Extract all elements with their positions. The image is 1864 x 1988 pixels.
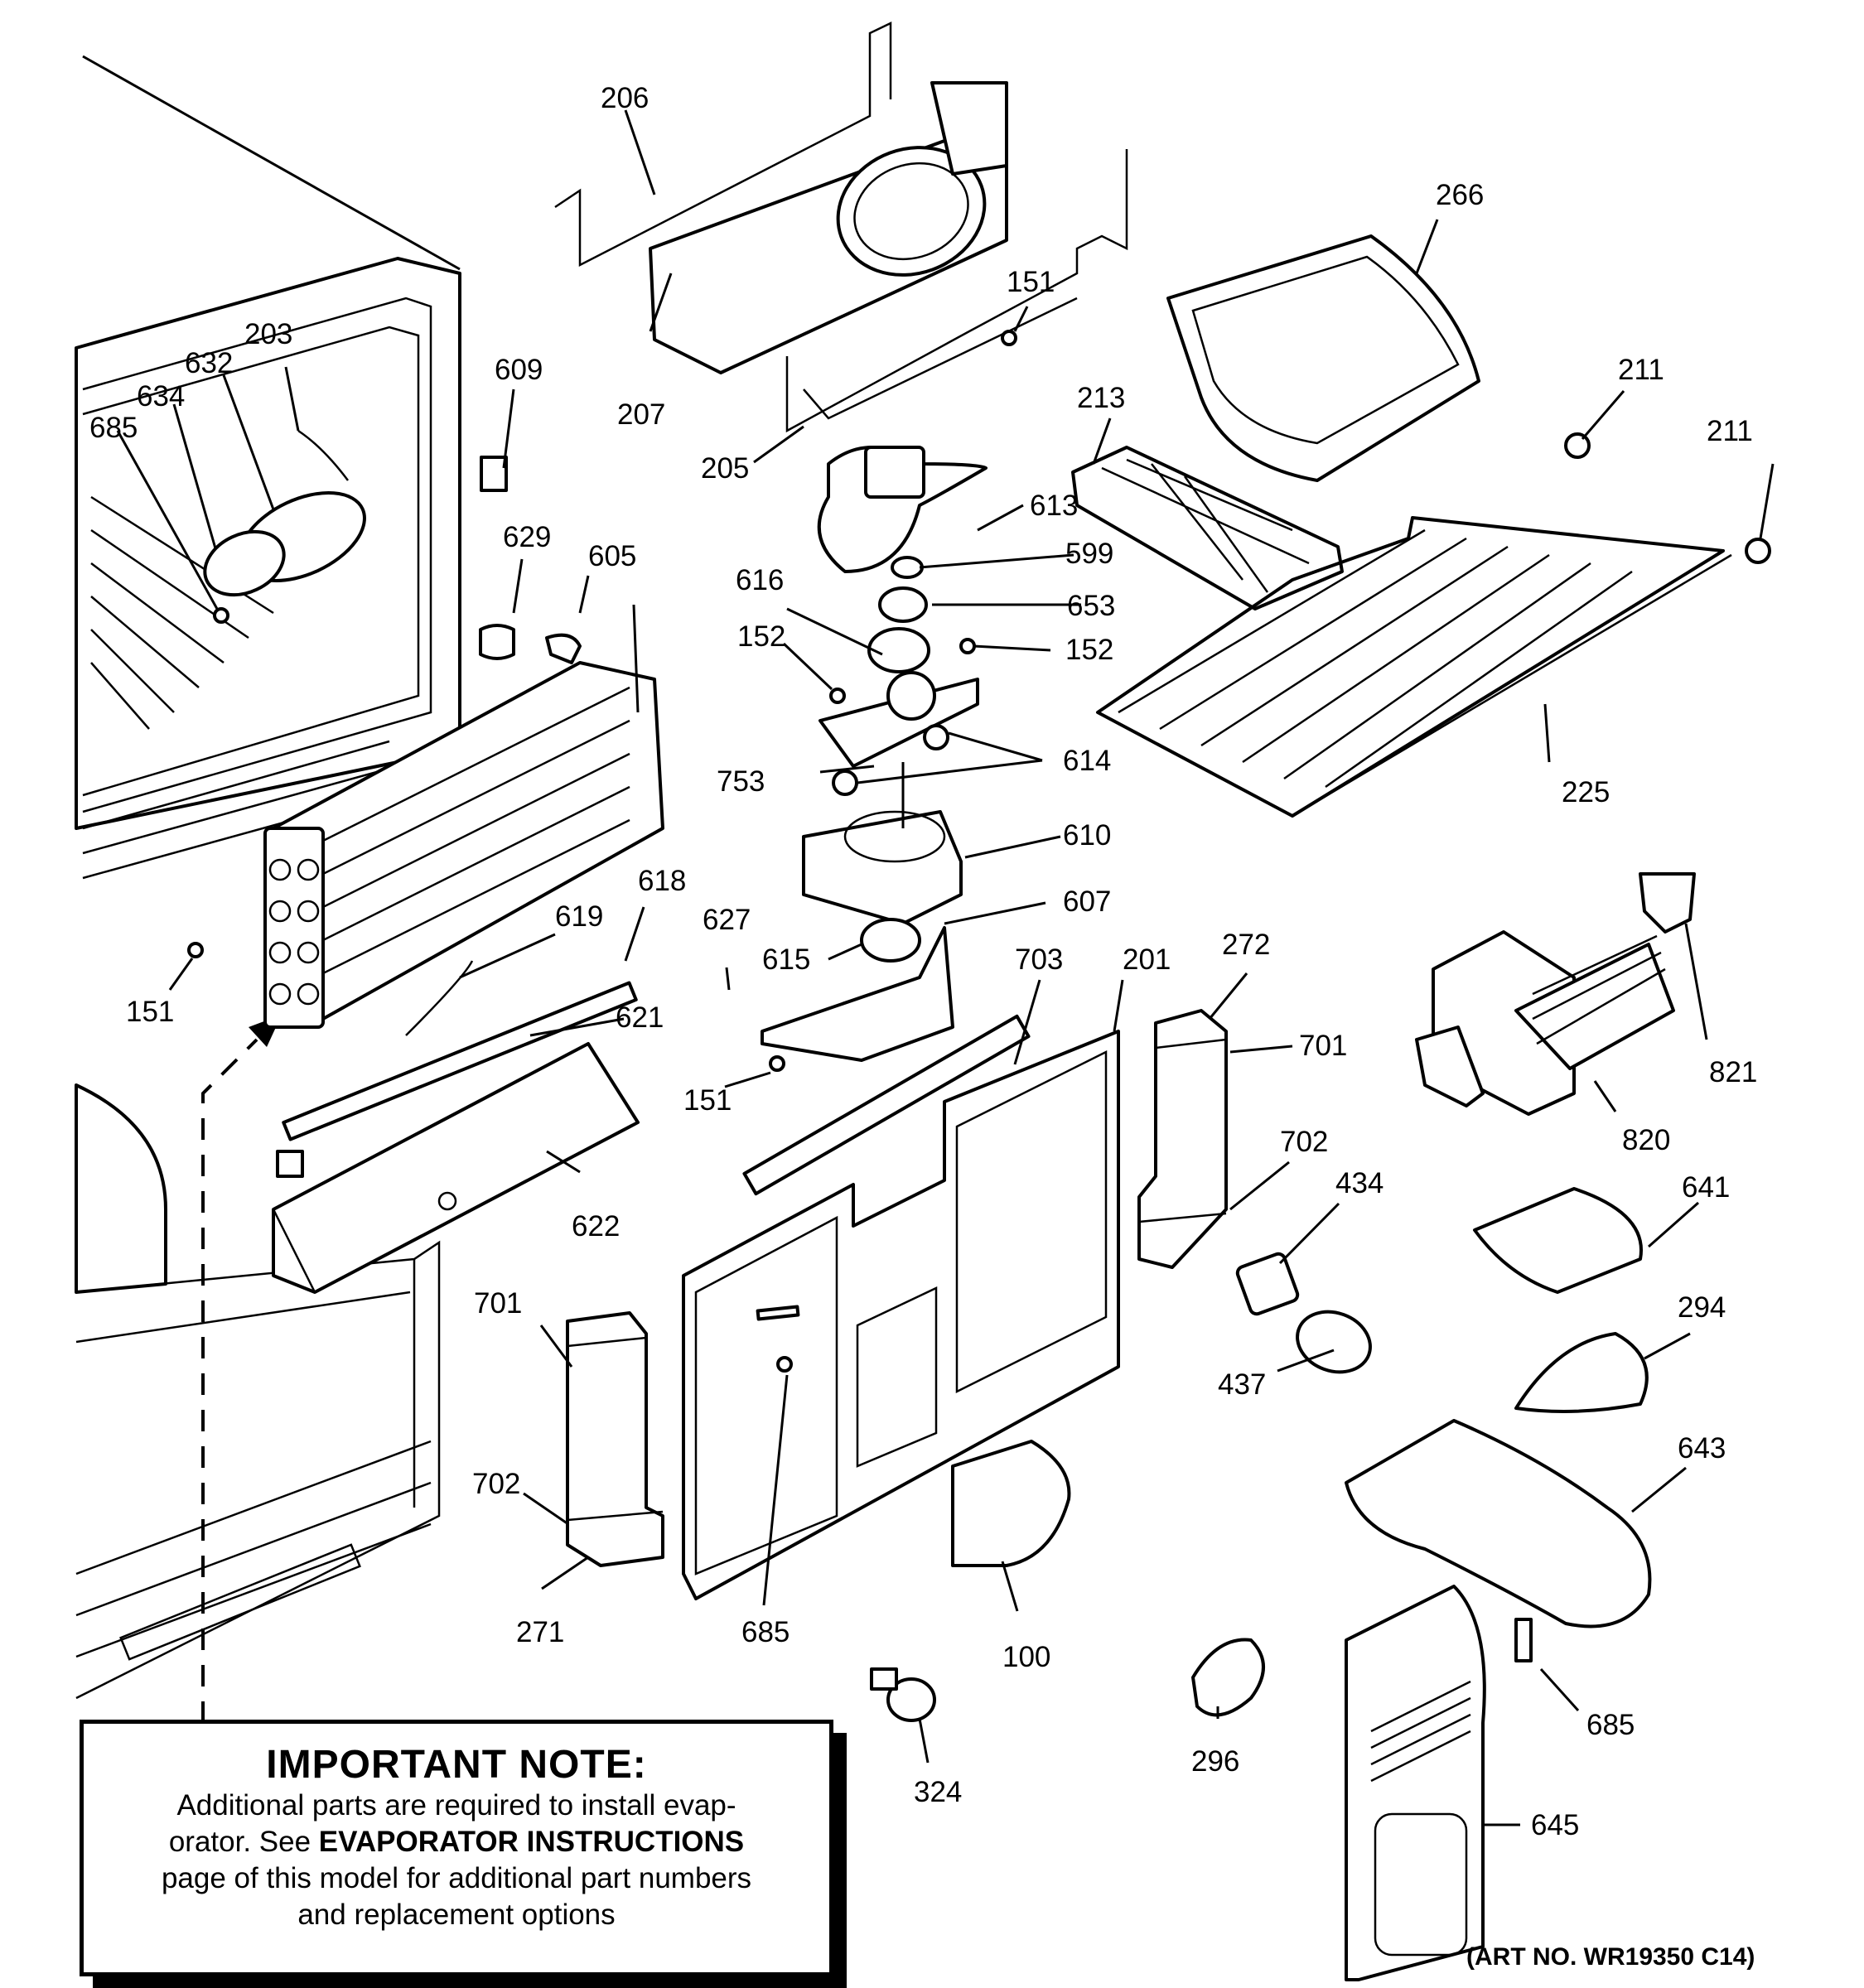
part-label: 151 bbox=[126, 996, 174, 1028]
note-title: IMPORTANT NOTE: bbox=[266, 1743, 647, 1787]
part-label: 203 bbox=[244, 318, 292, 350]
foam-strip-drawing bbox=[742, 1014, 1031, 1196]
part-label: 685 bbox=[89, 412, 138, 444]
part-label: 821 bbox=[1709, 1056, 1757, 1088]
screws-drawing bbox=[187, 330, 1533, 1662]
part-label: 613 bbox=[1030, 490, 1078, 522]
control-housing-drawing bbox=[203, 429, 508, 597]
part-label: 207 bbox=[617, 398, 665, 431]
fan-motor-drawing bbox=[761, 556, 979, 1062]
air-channel-right-drawing bbox=[1137, 1009, 1228, 1269]
part-label: 632 bbox=[185, 347, 233, 379]
part-label: 151 bbox=[683, 1084, 732, 1117]
part-label: 100 bbox=[1002, 1641, 1050, 1673]
evaporator-instructions-text: EVAPORATOR INSTRUCTIONS bbox=[318, 1826, 745, 1858]
art-number: (ART NO. WR19350 C14) bbox=[1466, 1943, 1755, 1971]
part-label: 618 bbox=[638, 865, 686, 897]
shroud-drawing bbox=[1345, 1585, 1486, 1981]
part-label: 614 bbox=[1063, 745, 1111, 777]
part-label: 294 bbox=[1678, 1291, 1726, 1324]
part-label: 641 bbox=[1682, 1171, 1730, 1204]
part-label: 437 bbox=[1218, 1368, 1266, 1401]
part-label: 201 bbox=[1123, 943, 1171, 976]
part-label: 685 bbox=[1586, 1709, 1635, 1741]
deflector-drawing bbox=[951, 1440, 1071, 1567]
part-label: 622 bbox=[572, 1210, 620, 1242]
part-label: 272 bbox=[1222, 929, 1270, 961]
part-label: 820 bbox=[1622, 1124, 1670, 1156]
dispenser-cover-drawing bbox=[1473, 1187, 1643, 1294]
part-label: 152 bbox=[737, 620, 785, 653]
part-label: 225 bbox=[1562, 776, 1610, 808]
thermostat-drawing bbox=[1191, 1638, 1265, 1717]
light-socket-drawing bbox=[1235, 1252, 1372, 1374]
note-line-3: page of this model for additional part n… bbox=[161, 1862, 752, 1894]
part-labels: 206 207 205 151 266 211 211 213 613 599 … bbox=[89, 82, 1757, 1841]
part-label: 271 bbox=[516, 1616, 564, 1648]
part-label: 610 bbox=[1063, 819, 1111, 852]
ice-bucket-drawing bbox=[1166, 234, 1480, 482]
part-label: 324 bbox=[914, 1776, 962, 1808]
part-label: 266 bbox=[1436, 179, 1484, 211]
part-label: 702 bbox=[1280, 1126, 1328, 1158]
part-label: 605 bbox=[588, 540, 636, 572]
note-line-2-text: orator. See bbox=[168, 1826, 319, 1858]
note-line-1: Additional parts are required to install… bbox=[176, 1789, 736, 1822]
part-label: 615 bbox=[762, 943, 810, 976]
leader-lines bbox=[116, 109, 1775, 1826]
part-label: 599 bbox=[1065, 538, 1113, 570]
fan-shroud-drawing bbox=[554, 22, 1128, 433]
part-label: 621 bbox=[616, 1001, 664, 1034]
icemaker-drawing bbox=[1415, 872, 1696, 1116]
part-label: 206 bbox=[601, 82, 649, 114]
part-label: 152 bbox=[1065, 634, 1113, 666]
fan-blade-drawing bbox=[817, 446, 988, 573]
part-label: 703 bbox=[1015, 943, 1063, 976]
part-label: 634 bbox=[137, 380, 185, 413]
part-label: 619 bbox=[555, 900, 603, 933]
part-label: 701 bbox=[1299, 1030, 1347, 1062]
drain-trough-drawing bbox=[272, 1042, 640, 1294]
part-label: 753 bbox=[717, 765, 765, 798]
part-label: 616 bbox=[736, 564, 784, 596]
part-label: 653 bbox=[1067, 590, 1115, 622]
part-label: 296 bbox=[1191, 1745, 1239, 1778]
ice-chute-drawing bbox=[1345, 1419, 1652, 1629]
part-label: 627 bbox=[703, 904, 751, 936]
part-label: 645 bbox=[1531, 1809, 1579, 1841]
defrost-heater-drawing bbox=[276, 960, 638, 1178]
part-label: 607 bbox=[1063, 885, 1111, 918]
wire-shelf-drawing bbox=[1096, 432, 1771, 818]
part-label: 434 bbox=[1335, 1167, 1384, 1199]
part-label: 629 bbox=[503, 521, 551, 553]
part-label: 685 bbox=[741, 1616, 790, 1648]
part-label: 211 bbox=[1618, 354, 1664, 386]
important-note-box: IMPORTANT NOTE: Additional parts are req… bbox=[80, 1720, 833, 1976]
note-line-2: orator. See EVAPORATOR INSTRUCTIONS bbox=[84, 1824, 829, 1860]
chute-door-drawing bbox=[1514, 1332, 1649, 1413]
ice-tray-drawing bbox=[1071, 446, 1344, 610]
knob-drawing bbox=[870, 1667, 936, 1722]
evaporator-cover-drawing bbox=[682, 1030, 1120, 1600]
part-label: 205 bbox=[701, 452, 749, 485]
part-label: 702 bbox=[472, 1468, 520, 1500]
part-label: 701 bbox=[474, 1287, 522, 1320]
part-label: 151 bbox=[1007, 266, 1055, 298]
air-channel-left-drawing bbox=[566, 1311, 664, 1567]
part-label: 643 bbox=[1678, 1432, 1726, 1464]
part-label: 213 bbox=[1077, 382, 1125, 414]
evaporator-drawing bbox=[263, 604, 664, 1029]
part-label: 609 bbox=[495, 354, 543, 386]
note-line-4: and replacement options bbox=[297, 1899, 616, 1931]
part-label: 211 bbox=[1707, 415, 1753, 447]
